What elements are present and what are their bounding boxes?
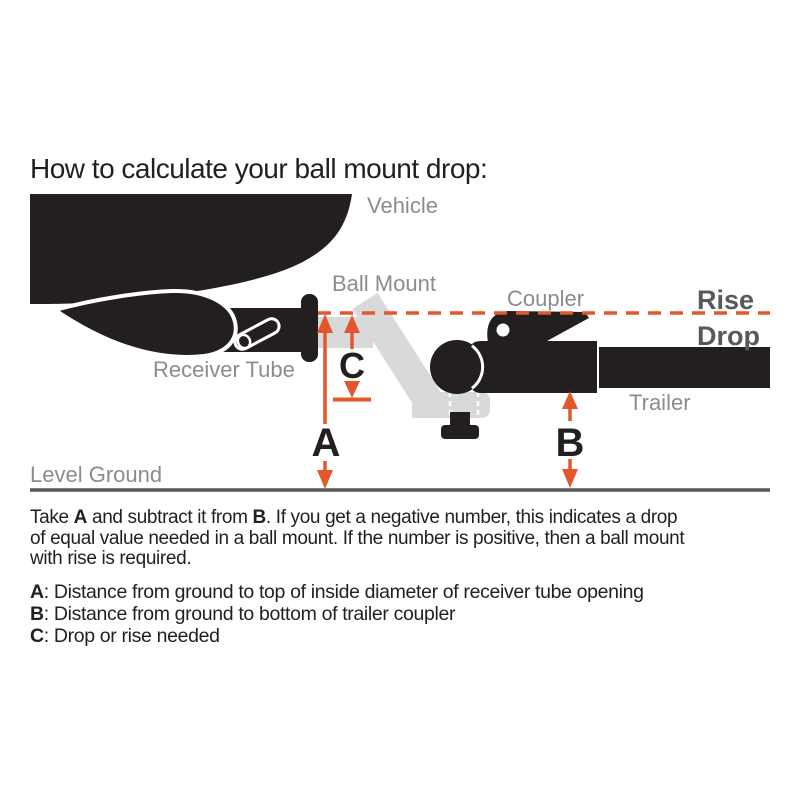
explanation-paragraph: Take A and subtract it from B. If you ge… [30, 507, 790, 570]
legend-text: : Drop or rise needed [43, 625, 220, 647]
paragraph-text: and subtract it from [87, 507, 253, 528]
legend-text: : Distance from ground to bottom of trai… [43, 603, 456, 625]
label-dimension-a: A [312, 421, 341, 465]
vehicle-silhouette [30, 194, 352, 304]
paragraph-bold-b: B [252, 507, 267, 528]
dimension-arrow-c [333, 315, 371, 402]
legend-item-c: C: Drop or rise needed [30, 625, 790, 647]
trailer-tongue-shape [599, 347, 770, 388]
paragraph-line-3: with rise is required. [30, 548, 192, 569]
legend-letter: A [30, 581, 44, 603]
ball-stud-shape [441, 412, 479, 439]
label-dimension-b: B [556, 421, 585, 465]
label-dimension-c: C [339, 345, 365, 386]
hitch-pin-icon [233, 317, 281, 351]
paragraph-text: . If you get a negative number, this ind… [265, 507, 678, 528]
paragraph-line-2: of equal value needed in a ball mount. I… [30, 527, 685, 549]
label-level-ground: Level Ground [30, 462, 162, 487]
label-rise: Rise [697, 285, 754, 315]
page-title: How to calculate your ball mount drop: [30, 153, 488, 184]
paragraph-bold-a: A [73, 507, 88, 528]
label-vehicle: Vehicle [367, 193, 438, 218]
ball-highlight [470, 344, 485, 390]
dimension-arrow-a [317, 314, 333, 489]
label-coupler: Coupler [507, 286, 584, 311]
receiver-collar-shape [301, 294, 318, 362]
bumper-shape [50, 288, 238, 359]
coupler-shape [469, 341, 597, 393]
label-receiver-tube: Receiver Tube [153, 357, 295, 382]
coupler-latch-shape [487, 311, 589, 347]
label-trailer: Trailer [629, 390, 691, 415]
dimension-arrow-b [562, 391, 578, 488]
legend-letter: C [30, 625, 44, 647]
paragraph-text: Take [30, 507, 74, 528]
legend-text: : Distance from ground to top of inside … [43, 581, 644, 603]
paragraph-line-1: Take A and subtract it from B. If you ge… [30, 507, 790, 529]
label-ball-mount: Ball Mount [332, 271, 436, 296]
dimension-legend: A: Distance from ground to top of inside… [30, 581, 790, 647]
legend-item-b: B: Distance from ground to bottom of tra… [30, 603, 790, 625]
label-drop: Drop [697, 321, 760, 351]
legend-item-a: A: Distance from ground to top of inside… [30, 581, 790, 603]
legend-letter: B [30, 603, 44, 625]
